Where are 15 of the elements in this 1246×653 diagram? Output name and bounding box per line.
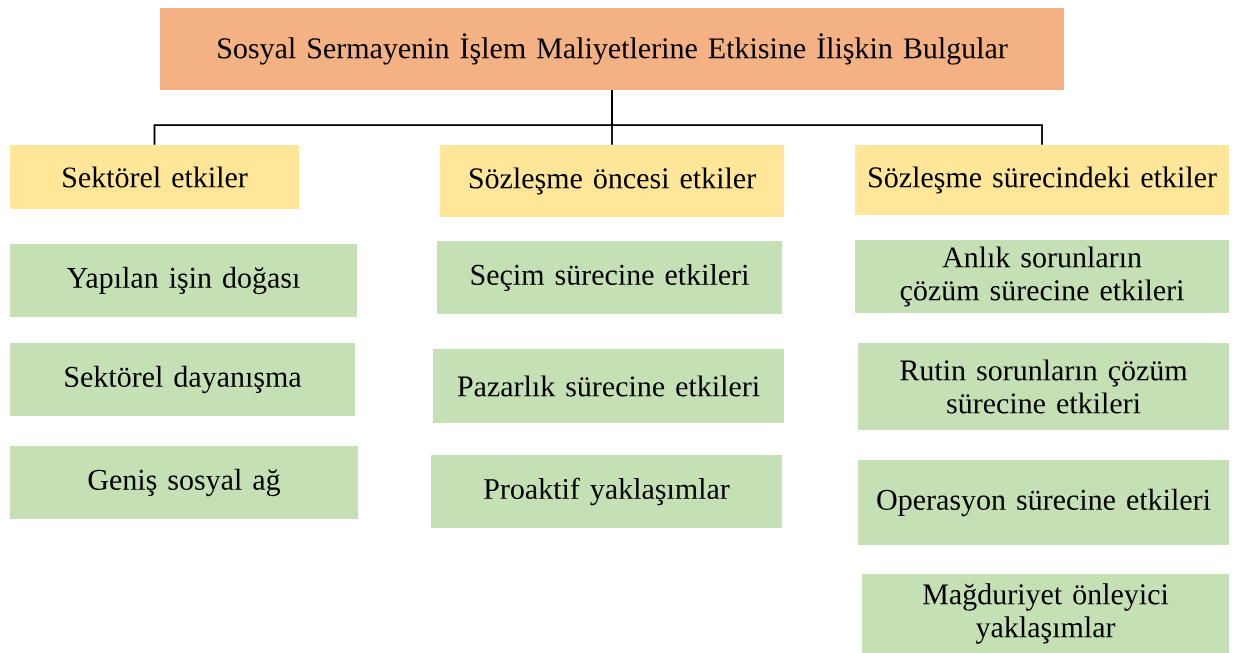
item-box: Sektörel dayanışma <box>10 343 355 416</box>
item-box: Proaktif yaklaşımlar <box>431 455 782 528</box>
item-box: Pazarlık sürecine etkileri <box>433 349 784 423</box>
item-box: Yapılan işin doğası <box>10 244 357 317</box>
category-box: Sözleşme öncesi etkiler <box>440 145 784 217</box>
item-box: Seçim sürecine etkileri <box>437 241 782 314</box>
title-box: Sosyal Sermayenin İşlem Maliyetlerine Etkisine İlişkin Bulgular <box>160 8 1064 90</box>
item-box: Geniş sosyal ağ <box>10 446 358 519</box>
item-box: Operasyon sürecine etkileri <box>858 460 1229 545</box>
connector-line <box>611 89 1043 146</box>
category-box: Sözleşme sürecindeki etkiler <box>855 145 1229 215</box>
item-box: Mağduriyet önleyici yaklaşımlar <box>862 574 1229 653</box>
category-box: Sektörel etkiler <box>10 145 299 209</box>
item-box: Anlık sorunların çözüm sürecine etkileri <box>855 240 1229 313</box>
item-box: Rutin sorunların çözüm sürecine etkileri <box>858 343 1229 430</box>
